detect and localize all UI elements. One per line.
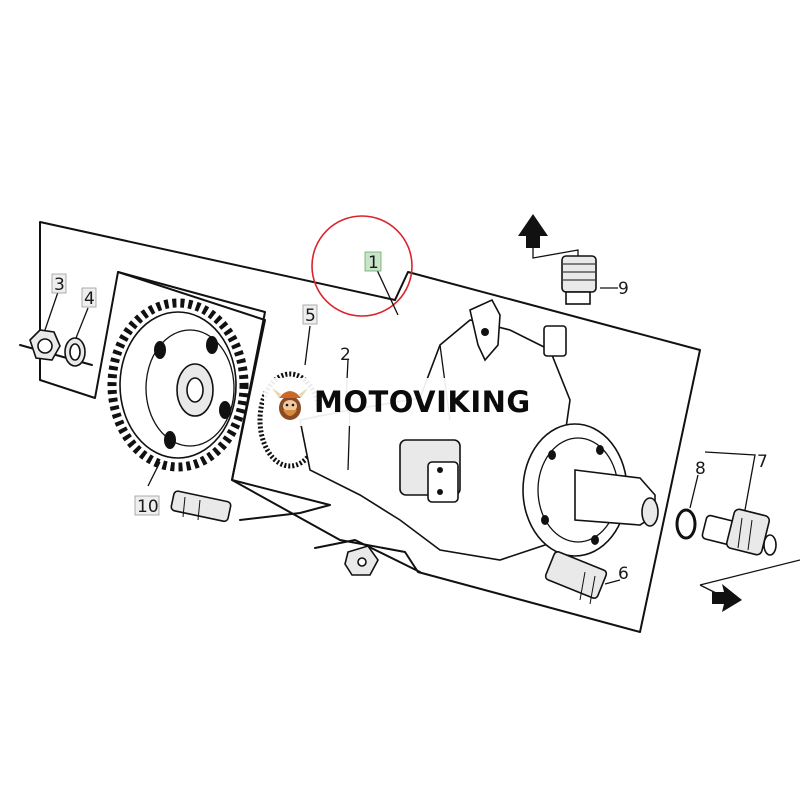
arrow-up-icon — [518, 214, 548, 248]
svg-text:5: 5 — [305, 306, 316, 326]
svg-text:9: 9 — [618, 279, 629, 299]
svg-text:2: 2 — [340, 345, 351, 365]
callout-1: 1 — [364, 251, 382, 273]
part-washer — [64, 337, 86, 367]
inner-frame — [117, 271, 331, 521]
part-union-fitting — [701, 508, 777, 556]
part-gear — [107, 298, 249, 472]
part-seal-ring — [675, 508, 697, 540]
callout-7: 7 — [757, 452, 768, 472]
svg-text:6: 6 — [618, 564, 629, 584]
part-key — [170, 490, 232, 523]
part-fitting-top — [561, 255, 597, 305]
frame-outline — [39, 221, 701, 633]
watermark: MOTOVIKING — [264, 378, 534, 426]
part-pump-body — [299, 298, 659, 561]
part-clip — [344, 545, 379, 576]
callout-4: 4 — [81, 287, 97, 309]
callout-3: 3 — [51, 273, 67, 295]
svg-text:7: 7 — [757, 452, 768, 472]
arrow-right-icon — [712, 584, 742, 612]
arrow-right-leader — [699, 559, 800, 586]
highlight-circle — [311, 215, 413, 317]
leader-3 — [44, 291, 59, 331]
callout-2: 2 — [340, 345, 351, 365]
callout-10: 10 — [134, 495, 160, 517]
arrow-right-leader-2 — [699, 584, 721, 596]
callout-5: 5 — [302, 304, 318, 326]
leader-1 — [376, 269, 399, 316]
callout-6: 6 — [618, 564, 629, 584]
callout-8: 8 — [695, 459, 706, 479]
part-fitting-lower — [544, 551, 608, 605]
callout-9: 9 — [618, 279, 629, 299]
svg-text:1: 1 — [368, 253, 379, 273]
arrow-up-leader — [532, 248, 579, 259]
svg-text:10: 10 — [137, 497, 159, 517]
svg-text:3: 3 — [54, 275, 65, 295]
watermark-brand: MOTOVIKING — [314, 385, 531, 419]
leader-8 — [689, 474, 699, 509]
leader-5 — [304, 325, 311, 366]
viking-logo-icon — [272, 388, 308, 420]
bracket-lower-left — [314, 539, 421, 573]
leader-10 — [147, 461, 161, 487]
part-nut — [29, 329, 61, 361]
leader-7 — [704, 451, 756, 511]
leader-6 — [604, 579, 621, 585]
svg-text:8: 8 — [695, 459, 706, 479]
svg-text:4: 4 — [84, 289, 95, 309]
leader-4 — [75, 307, 89, 339]
